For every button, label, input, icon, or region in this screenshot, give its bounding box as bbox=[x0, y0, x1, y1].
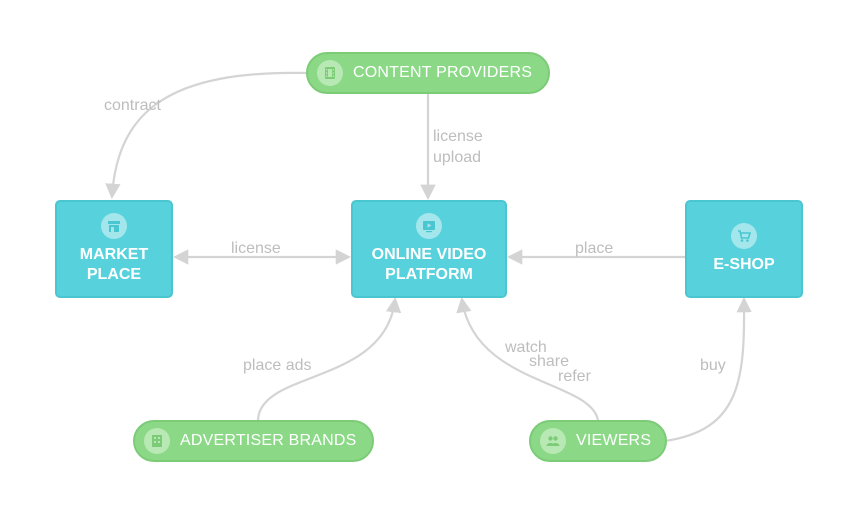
node-marketplace: MARKET PLACE bbox=[55, 200, 173, 298]
film-icon bbox=[317, 60, 343, 86]
edge-label-license: license bbox=[231, 240, 281, 257]
edge-label-watch: watch bbox=[504, 339, 547, 356]
building-icon bbox=[144, 428, 170, 454]
node-advertiser-brands: ADVERTISER BRANDS bbox=[133, 420, 374, 462]
node-online-video-platform: ONLINE VIDEO PLATFORM bbox=[351, 200, 507, 298]
video-screen-icon bbox=[416, 213, 442, 239]
edge-label-license-top: license bbox=[433, 128, 483, 145]
edge-label-refer: refer bbox=[558, 368, 592, 385]
shop-icon bbox=[101, 213, 127, 239]
node-label: ONLINE VIDEO PLATFORM bbox=[371, 246, 487, 283]
edge-label-contract: contract bbox=[104, 97, 161, 114]
node-label: VIEWERS bbox=[576, 432, 652, 449]
node-label: E-SHOP bbox=[713, 256, 775, 273]
cart-icon bbox=[731, 223, 757, 249]
node-label: MARKET PLACE bbox=[79, 246, 149, 283]
node-content-providers: CONTENT PROVIDERS bbox=[306, 52, 550, 94]
edge-label-buy: buy bbox=[700, 357, 726, 374]
people-icon bbox=[540, 428, 566, 454]
edge-watch-share-refer bbox=[456, 296, 600, 421]
edge-buy bbox=[664, 296, 752, 443]
edge-label-upload: upload bbox=[433, 149, 481, 166]
edge-label-place: place bbox=[575, 240, 613, 257]
node-label: ADVERTISER BRANDS bbox=[180, 432, 357, 449]
node-viewers: VIEWERS bbox=[529, 420, 667, 462]
edge-place-ads bbox=[256, 296, 402, 421]
edge-label-place-ads: place ads bbox=[243, 357, 312, 374]
node-e-shop: E-SHOP bbox=[685, 200, 803, 298]
node-label: CONTENT PROVIDERS bbox=[353, 64, 533, 81]
edge-contract bbox=[105, 71, 309, 200]
edge-label-share: share bbox=[529, 353, 569, 370]
